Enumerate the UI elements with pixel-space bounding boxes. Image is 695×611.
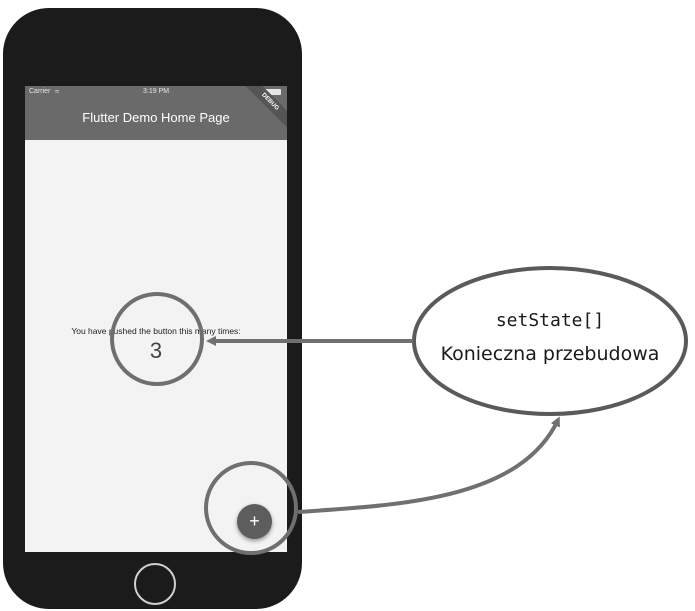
- counter-message: You have pushed the button this many tim…: [71, 326, 241, 336]
- app-screen: Carrier ≈ 3:19 PM Flutter Demo Home Page…: [25, 86, 287, 552]
- app-title: Flutter Demo Home Page: [82, 110, 230, 125]
- fab-highlight-circle: [204, 461, 298, 555]
- tap-arrow: [297, 416, 560, 514]
- rebuild-caption: Konieczna przebudowa: [440, 343, 660, 365]
- phone-frame: Carrier ≈ 3:19 PM Flutter Demo Home Page…: [3, 8, 302, 609]
- battery-icon: [263, 89, 281, 95]
- counter-value: 3: [149, 338, 163, 363]
- increment-fab-button[interactable]: +: [237, 504, 272, 539]
- wifi-icon: ≈: [55, 87, 60, 96]
- setstate-code-label: setState[]: [495, 310, 605, 331]
- home-button[interactable]: [134, 563, 176, 605]
- setstate-bubble: [412, 266, 688, 416]
- status-time: 3:19 PM: [143, 88, 170, 95]
- carrier-label: Carrier: [29, 88, 51, 95]
- counter-highlight-circle: [110, 292, 204, 386]
- app-bar: Carrier ≈ 3:19 PM Flutter Demo Home Page…: [25, 86, 287, 140]
